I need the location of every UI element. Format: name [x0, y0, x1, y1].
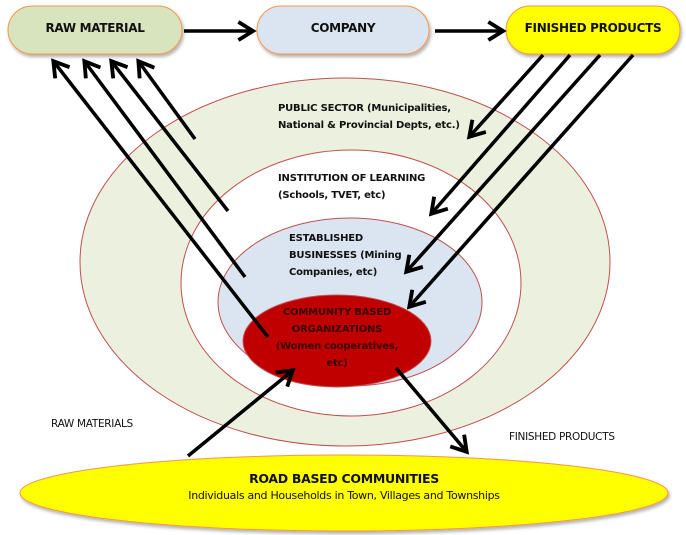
- institution-line1: INSTITUTION OF LEARNING: [278, 173, 426, 184]
- community-label: COMMUNITY BASED ORGANIZATIONS (Women coo…: [262, 304, 412, 372]
- raw-materials-side-label: RAW MATERIALS: [51, 418, 133, 430]
- finished-products-side-label: FINISHED PRODUCTS: [509, 431, 615, 443]
- arrow-finished-to-established: [407, 53, 602, 271]
- arrow-road-to-community: [186, 371, 292, 458]
- finished-products-label: FINISHED PRODUCTS: [524, 21, 662, 35]
- established-line3: Companies, etc): [289, 267, 378, 278]
- community-line4: etc): [326, 358, 348, 369]
- arrow-finished-to-institution: [432, 53, 572, 213]
- arrow-finished-to-public: [470, 53, 545, 136]
- road-based-communities-ellipse: [19, 454, 669, 532]
- community-line1: COMMUNITY BASED: [282, 307, 392, 318]
- established-label: ESTABLISHED BUSINESSES (Mining Companies…: [289, 230, 402, 281]
- community-line3: (Women cooperatives,: [275, 341, 399, 352]
- raw-material-box: [7, 5, 183, 55]
- institution-label: INSTITUTION OF LEARNING (Schools, TVET, …: [278, 170, 425, 204]
- raw-material-label: RAW MATERIAL: [45, 21, 145, 35]
- public-sector-label: PUBLIC SECTOR (Municipalities, National …: [278, 100, 460, 134]
- arrow-finished-to-community: [410, 53, 635, 306]
- community-line2: ORGANIZATIONS: [291, 324, 383, 335]
- road-based-communities-subtitle: Individuals and Households in Town, Vill…: [188, 489, 500, 502]
- company-box: [256, 5, 430, 55]
- arrow-public-to-raw: [139, 62, 197, 141]
- company-label: COMPANY: [310, 21, 376, 35]
- arrow-community-to-road: [394, 366, 466, 451]
- public-sector-line1: PUBLIC SECTOR (Municipalities,: [278, 103, 451, 114]
- road-based-communities-title: ROAD BASED COMMUNITIES: [249, 471, 439, 486]
- arrow-established-to-raw: [85, 62, 247, 279]
- public-sector-line2: National & Provincial Depts, etc.): [278, 120, 460, 131]
- established-line2: BUSINESSES (Mining: [289, 250, 402, 261]
- institution-line2: (Schools, TVET, etc): [278, 190, 386, 201]
- arrow-community-to-raw: [54, 62, 270, 339]
- arrow-institution-to-raw: [112, 62, 230, 213]
- community-ellipse: [242, 294, 432, 388]
- established-line1: ESTABLISHED: [289, 233, 364, 244]
